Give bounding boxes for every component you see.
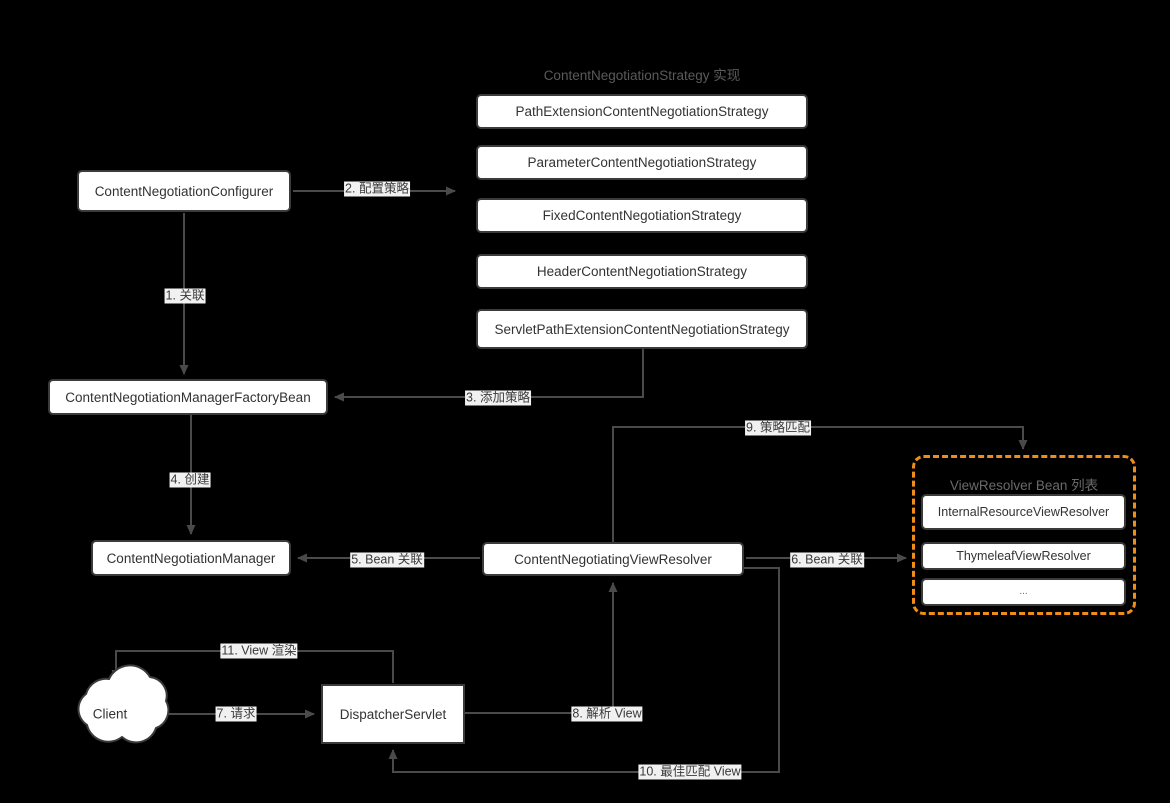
strategy-item-servlet-path-extension[interactable]: ServletPathExtensionContentNegotiationSt… [476, 309, 808, 349]
strategy-group-title: ContentNegotiationStrategy 实现 [543, 68, 741, 83]
edge-label-2: 2. 配置策略 [344, 181, 410, 197]
node-content-negotiation-configurer[interactable]: ContentNegotiationConfigurer [77, 170, 291, 212]
node-content-negotiation-manager[interactable]: ContentNegotiationManager [91, 540, 291, 576]
edge-label-4: 4. 创建 [169, 472, 211, 488]
edge-label-8: 8. 解析 View [571, 706, 643, 722]
strategy-item-fixed[interactable]: FixedContentNegotiationStrategy [476, 198, 808, 233]
edge-label-10: 10. 最佳匹配 View [638, 764, 742, 780]
node-content-negotiation-manager-factory-bean[interactable]: ContentNegotiationManagerFactoryBean [48, 379, 328, 415]
edge-label-3: 3. 添加策略 [465, 390, 531, 406]
edge-label-7: 7. 请求 [215, 706, 257, 722]
client-cloud-shape [77, 664, 170, 744]
node-client-label: Client [92, 706, 128, 722]
edge-label-1: 1. 关联 [164, 288, 206, 304]
edge-label-9: 9. 策略匹配 [745, 420, 811, 436]
viewresolver-group-title: ViewResolver Bean 列表 [949, 478, 1099, 493]
edge-10-line [388, 567, 780, 773]
viewresolver-item-thymeleaf[interactable]: ThymeleafViewResolver [921, 542, 1126, 570]
node-content-negotiating-view-resolver[interactable]: ContentNegotiatingViewResolver [482, 542, 744, 576]
edge-3-line [334, 344, 644, 402]
node-dispatcher-servlet[interactable]: DispatcherServlet [321, 684, 465, 744]
edge-9-line [612, 426, 1028, 542]
edge-label-6: 6. Bean 关联 [790, 552, 864, 568]
edge-label-11: 11. View 渲染 [220, 643, 298, 659]
strategy-item-parameter[interactable]: ParameterContentNegotiationStrategy [476, 145, 808, 180]
edge-8-line [465, 582, 618, 714]
strategy-item-path-extension[interactable]: PathExtensionContentNegotiationStrategy [476, 94, 808, 129]
strategy-item-header[interactable]: HeaderContentNegotiationStrategy [476, 254, 808, 289]
viewresolver-item-internal-resource[interactable]: InternalResourceViewResolver [921, 494, 1126, 530]
viewresolver-item-ellipsis[interactable]: ... [921, 578, 1126, 606]
viewresolver-bean-list-panel [912, 455, 1136, 615]
edge-label-5: 5. Bean 关联 [350, 552, 424, 568]
